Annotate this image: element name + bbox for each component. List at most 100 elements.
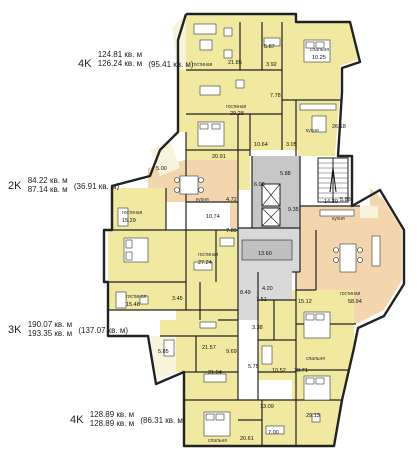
armchair bbox=[235, 79, 245, 89]
room-area: 15.48 bbox=[126, 302, 140, 308]
apartment-type: 4K bbox=[78, 58, 92, 70]
sofa bbox=[193, 261, 213, 271]
sofa bbox=[203, 373, 227, 383]
apartment-area-living: (137.07 кв. м) bbox=[78, 326, 129, 335]
room-area: 15.29 bbox=[122, 218, 136, 224]
armchair bbox=[311, 413, 321, 423]
bathtub bbox=[261, 345, 273, 365]
apartment-label-2k: 2K 84.22 кв. м 87.14 кв. м (36.91 кв. м) bbox=[8, 176, 119, 194]
room-name: кухня bbox=[306, 128, 319, 134]
room-area: 10.74 bbox=[206, 214, 220, 220]
room-area: 5.88 bbox=[280, 171, 291, 177]
lift-lobby bbox=[241, 239, 293, 261]
room-area: 4.72 bbox=[226, 197, 237, 203]
apartment-area-gross: 126.24 кв. м bbox=[97, 59, 143, 68]
pillow bbox=[211, 123, 221, 130]
room-area: 20.91 bbox=[212, 154, 226, 160]
room-area: 7.51 bbox=[256, 297, 267, 303]
room-area: 10.25 bbox=[312, 55, 326, 61]
chair bbox=[174, 187, 180, 193]
room-name: кухня bbox=[332, 216, 345, 222]
pillow bbox=[305, 41, 315, 49]
chair bbox=[333, 257, 339, 263]
room-area: 28.71 bbox=[294, 368, 308, 374]
sofa bbox=[199, 85, 221, 96]
pillow bbox=[315, 41, 325, 49]
room-area: 5.75 bbox=[248, 364, 259, 370]
room-area: 3.45 bbox=[172, 296, 183, 302]
kitchen-counter bbox=[299, 103, 337, 111]
apartment-area-total: 84.22 кв. м bbox=[27, 176, 68, 185]
kitchen-counter bbox=[319, 209, 355, 217]
pillow bbox=[199, 123, 209, 130]
room-area: 6.08 bbox=[254, 182, 265, 188]
bathtub bbox=[163, 339, 175, 357]
pillow bbox=[125, 239, 133, 249]
apartment-area-living: (36.91 кв. м) bbox=[73, 182, 120, 191]
room-area: 29.13 bbox=[306, 413, 320, 419]
sofa bbox=[193, 23, 217, 35]
room-area: 5.00 bbox=[156, 166, 167, 172]
bathtub bbox=[219, 237, 235, 247]
room-area: 27.24 bbox=[198, 260, 212, 266]
apartment-area-total: 190.07 кв. м bbox=[27, 320, 73, 329]
armchair bbox=[223, 49, 233, 59]
room-name: гостиная bbox=[226, 104, 247, 110]
pillow bbox=[315, 313, 325, 321]
room-name: гостиная bbox=[340, 291, 361, 297]
pillow bbox=[125, 251, 133, 261]
pillow bbox=[305, 377, 315, 385]
room-area: 3.92 bbox=[266, 62, 277, 68]
apartment-area-living: (86.31 кв. м) bbox=[140, 416, 186, 425]
bathtub bbox=[265, 425, 285, 435]
room-name: гостиная bbox=[198, 252, 219, 258]
room-area: 5.85 bbox=[158, 349, 169, 355]
bathtub bbox=[263, 37, 281, 47]
armchair bbox=[223, 27, 233, 37]
room-area: 9.69 bbox=[226, 349, 237, 355]
apartment-area-gross: 128.89 кв. м bbox=[89, 419, 135, 428]
room-name: спальня bbox=[208, 438, 227, 444]
apartment-area-gross: 193.35 кв. м bbox=[27, 329, 73, 338]
dining-table bbox=[339, 243, 357, 273]
room-area: 26.18 bbox=[332, 124, 346, 130]
room-area: 10.52 bbox=[272, 368, 286, 374]
room-area: 10.64 bbox=[254, 142, 268, 148]
room-name: гостиная bbox=[192, 62, 213, 68]
chair bbox=[357, 247, 363, 253]
room-area: 21.85 bbox=[228, 60, 242, 66]
chair bbox=[357, 257, 363, 263]
room-name: спальня bbox=[306, 356, 325, 362]
room-area: 8.49 bbox=[240, 290, 251, 296]
sofa bbox=[117, 207, 129, 227]
apartment-type: 3K bbox=[8, 324, 22, 336]
chair bbox=[333, 247, 339, 253]
room-area: 13.09 bbox=[260, 404, 274, 410]
floor-balcony bbox=[360, 206, 378, 218]
room-area: 29.28 bbox=[230, 111, 244, 117]
room-area: 9.35 bbox=[288, 207, 299, 213]
pillow bbox=[315, 377, 325, 385]
room-area: 7.00 bbox=[268, 430, 279, 436]
apartment-label-3k: 3K 190.07 кв. м 193.35 кв. м (137.07 кв.… bbox=[8, 320, 128, 338]
dining-table bbox=[311, 115, 327, 133]
room-area: 21.57 bbox=[202, 345, 216, 351]
room-area: 5.87 bbox=[264, 44, 275, 50]
chair bbox=[174, 177, 180, 183]
apartment-label-4k-bottom: 4K 128.89 кв. м 128.89 кв. м (86.31 кв. … bbox=[70, 410, 186, 428]
sofa bbox=[371, 235, 381, 267]
apartment-area-gross: 87.14 кв. м bbox=[27, 185, 68, 194]
room-name: гостиная bbox=[126, 294, 147, 300]
room-name: гостиная bbox=[122, 210, 143, 216]
room-area: 15.12 bbox=[298, 299, 312, 305]
apartment-area-total: 128.89 кв. м bbox=[89, 410, 135, 419]
room-area: 13.60 bbox=[258, 251, 272, 257]
dining-table bbox=[179, 175, 199, 195]
armchair bbox=[139, 295, 149, 305]
room-area: 4.20 bbox=[262, 286, 273, 292]
sofa bbox=[115, 291, 127, 309]
apartment-type: 2K bbox=[8, 180, 22, 192]
apartment-area-living: (95.41 кв. м) bbox=[148, 60, 194, 69]
apartment-area-total: 124.81 кв. м bbox=[97, 50, 143, 59]
